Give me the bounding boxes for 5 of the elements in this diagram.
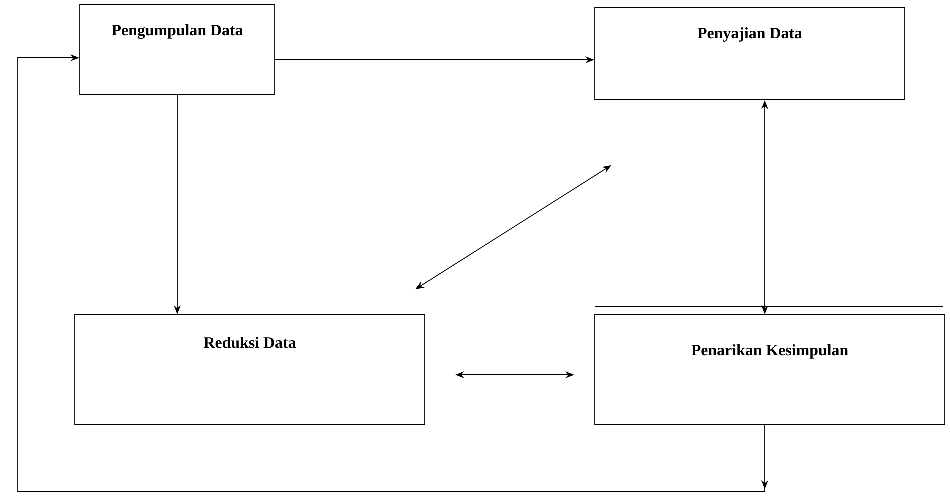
process-box: Pengumpulan Data [80, 4, 276, 96]
process-box: Penyajian Data [594, 8, 906, 100]
arrow [18, 54, 769, 492]
process-box: Penarikan Kesimpulan [594, 306, 946, 426]
process-box: Reduksi Data [74, 314, 426, 426]
